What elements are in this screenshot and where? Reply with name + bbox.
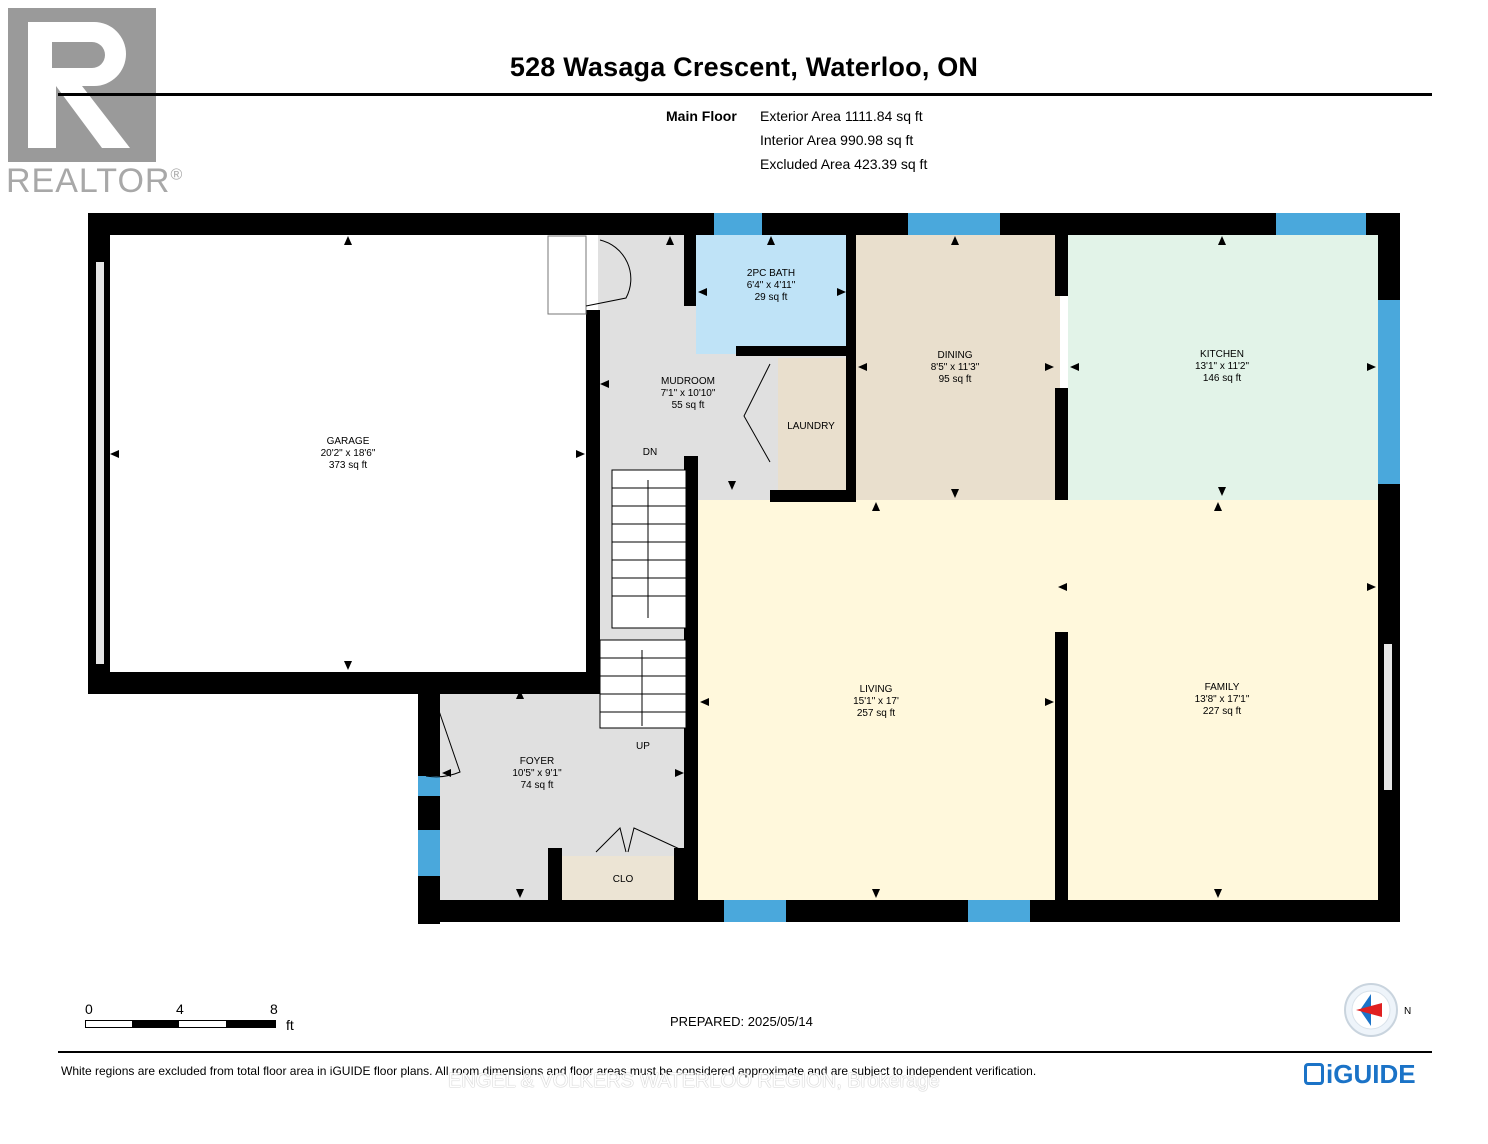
scale-label-8: 8 — [270, 1001, 278, 1017]
arrow-right — [675, 769, 684, 777]
garage-door-opening — [96, 262, 104, 664]
closet-name: CLO — [613, 874, 634, 885]
arrow-left — [110, 450, 119, 458]
kitchen-floor — [1068, 234, 1380, 500]
kitchen-dims: 13'1" x 11'2" — [1195, 361, 1250, 372]
arrow-down — [872, 889, 880, 898]
arrow-down — [1214, 889, 1222, 898]
foyer-dims: 10'5" x 9'1" — [512, 768, 562, 779]
room-labels: GARAGE 20'2" x 18'6" 373 sq ft 2PC BATH … — [321, 268, 1250, 885]
arrow-up — [516, 690, 524, 699]
arrow-left — [700, 698, 709, 706]
stairs-down-label: DN — [643, 447, 657, 458]
dining-dims: 8'5" x 11'3" — [931, 362, 980, 373]
brokerage-watermark: ENGEL & VOLKERS WATERLOO REGION, Brokera… — [448, 1070, 940, 1092]
iguide-text: iGUIDE — [1326, 1059, 1416, 1089]
mudroom-dims: 7'1" x 10'10" — [661, 388, 716, 399]
title-rule — [58, 93, 1432, 96]
arrow-up — [951, 236, 959, 245]
compass-icon: N — [1344, 983, 1411, 1037]
scale-label-4: 4 — [176, 1001, 184, 1017]
arrow-down — [1218, 487, 1226, 496]
arrow-left — [1058, 583, 1067, 591]
arrow-left — [858, 363, 867, 371]
scale-graphic — [85, 1020, 276, 1028]
arrow-left — [698, 288, 707, 296]
arrow-down — [951, 489, 959, 498]
registered-mark: ® — [170, 166, 184, 184]
dining-area: 95 sq ft — [939, 374, 972, 385]
arrow-up — [666, 236, 674, 245]
living-name: LIVING — [860, 684, 893, 695]
exterior-area: Exterior Area 1111.84 sq ft — [760, 108, 923, 124]
door-swings — [425, 239, 771, 853]
garage-name: GARAGE — [327, 436, 370, 447]
floor-name: Main Floor — [666, 108, 737, 124]
dimension-markers — [110, 236, 1376, 898]
mudroom-opening — [547, 235, 587, 315]
page-title: 528 Wasaga Crescent, Waterloo, ON — [509, 52, 979, 82]
mudroom-area: 55 sq ft — [672, 400, 705, 411]
laundry-name: LAUNDRY — [787, 421, 835, 432]
scale-unit: ft — [286, 1017, 294, 1033]
stairs-down — [611, 469, 687, 629]
mudroom-name: MUDROOM — [661, 376, 715, 387]
stairs-up — [599, 639, 687, 729]
arrow-down — [344, 661, 352, 670]
family-area: 227 sq ft — [1203, 706, 1242, 717]
bath-name: 2PC BATH — [747, 268, 795, 279]
arrow-left — [442, 769, 451, 777]
windows — [418, 213, 1400, 922]
arrow-right — [837, 288, 846, 296]
arrow-right — [1367, 583, 1376, 591]
family-floor — [1060, 500, 1380, 904]
floor-plan: GARAGE 20'2" x 18'6" 373 sq ft 2PC BATH … — [88, 213, 1400, 924]
footer-rule — [58, 1051, 1432, 1053]
arrow-up — [344, 236, 352, 245]
arrow-right — [1045, 698, 1054, 706]
arrow-up — [1214, 502, 1222, 511]
interior-area: Interior Area 990.98 sq ft — [760, 132, 914, 148]
living-area: 257 sq ft — [857, 708, 896, 719]
arrow-right — [576, 450, 585, 458]
excluded-area: Excluded Area 423.39 sq ft — [760, 156, 928, 172]
family-name: FAMILY — [1205, 682, 1240, 693]
patio-door-opening — [1384, 644, 1392, 790]
bath-area: 29 sq ft — [755, 292, 788, 303]
arrow-up — [1218, 236, 1226, 245]
garage-dims: 20'2" x 18'6" — [321, 448, 376, 459]
iguide-logo: iGUIDE — [1304, 1058, 1416, 1090]
realtor-text: REALTOR — [6, 162, 171, 200]
arrow-down — [516, 889, 524, 898]
living-floor — [698, 500, 1060, 904]
arrow-right — [1045, 363, 1054, 371]
arrow-up — [767, 236, 775, 245]
living-dims: 15'1" x 17' — [853, 696, 899, 707]
arrow-right — [1367, 363, 1376, 371]
garage-area: 373 sq ft — [329, 460, 368, 471]
closet-floor — [560, 856, 686, 902]
compass-north-label: N — [1404, 1006, 1411, 1017]
family-dims: 13'8" x 17'1" — [1195, 694, 1250, 705]
disclaimer-text: White regions are excluded from total fl… — [61, 1064, 1037, 1078]
stairs-up-label: UP — [636, 741, 650, 752]
arrow-left — [600, 380, 609, 388]
arrow-down — [728, 481, 736, 490]
iguide-icon — [1304, 1063, 1324, 1085]
foyer-area: 74 sq ft — [521, 780, 554, 791]
laundry-floor — [778, 358, 848, 492]
scale-label-0: 0 — [85, 1001, 93, 1017]
kitchen-area: 146 sq ft — [1203, 373, 1242, 384]
arrow-left — [1070, 363, 1079, 371]
dining-floor — [856, 234, 1060, 500]
bath-floor — [696, 234, 848, 354]
foyer-name: FOYER — [520, 756, 554, 767]
realtor-logo — [8, 8, 156, 162]
dining-name: DINING — [938, 350, 973, 361]
realtor-wordmark: REALTOR® — [6, 162, 183, 201]
prepared-date: PREPARED: 2025/05/14 — [670, 1014, 813, 1029]
bath-dims: 6'4" x 4'11" — [747, 280, 796, 291]
kitchen-name: KITCHEN — [1200, 349, 1244, 360]
arrow-up — [872, 502, 880, 511]
